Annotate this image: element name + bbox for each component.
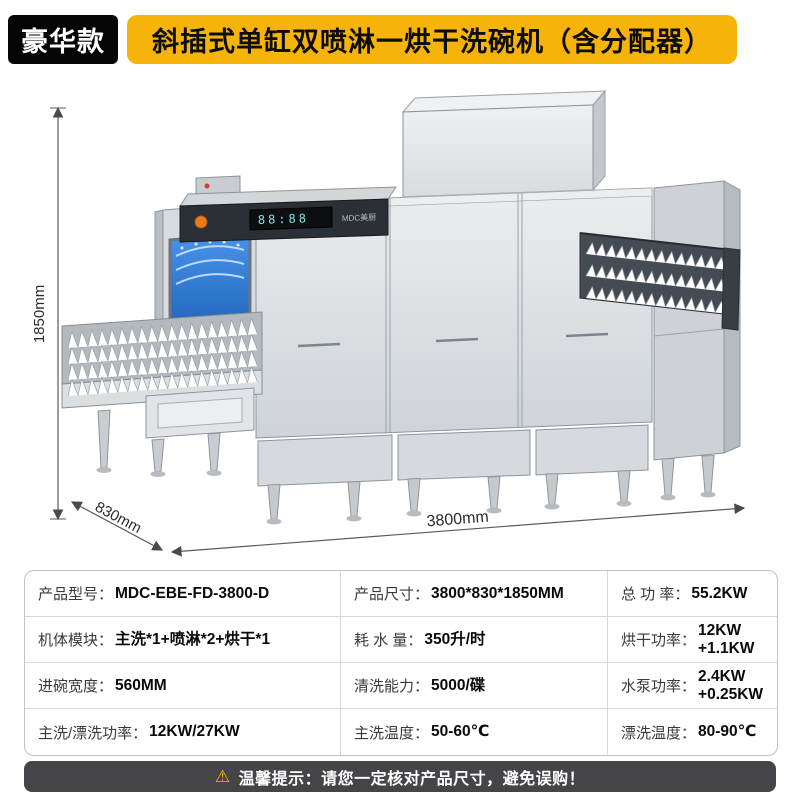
spec-label: 机体模块： (38, 632, 114, 649)
spray-nozzles (180, 240, 240, 250)
spec-value: 12KW/27KW (149, 723, 240, 741)
product-title: 斜插式单缸双喷淋一烘干洗碗机（含分配器） (127, 15, 737, 64)
spec-cell: 进碗宽度：560MM (25, 663, 341, 709)
spec-label: 漂洗温度： (621, 724, 697, 742)
exit-dish-rack (579, 232, 741, 331)
dimension-height: 1850mm (31, 106, 66, 521)
dishwasher-illustration: 88:88 MDC美厨 (31, 89, 746, 557)
dryer-hood (401, 89, 607, 198)
spec-value: MDC-EBE-FD-3800-D (115, 584, 270, 602)
spec-cell: 产品尺寸：3800*830*1850MM (341, 571, 608, 617)
spec-cell: 耗 水 量：350升/时 (341, 617, 608, 663)
spec-label: 耗 水 量： (354, 632, 423, 649)
indicator-light (204, 183, 210, 189)
dimension-depth: 830mm (70, 499, 164, 551)
spec-cell: 烘干功率：12KW +1.1KW (608, 617, 777, 663)
entry-dish-rack (61, 311, 263, 477)
spec-cell: 主洗/漂洗功率：12KW/27KW (25, 709, 341, 755)
product-diagram: 88:88 MDC美厨 (0, 78, 800, 570)
spec-label: 总 功 率： (621, 586, 690, 603)
spec-value: 5000/碟 (431, 676, 486, 694)
spec-value: 55.2KW (691, 584, 748, 602)
control-panel: 88:88 MDC美厨 (179, 175, 397, 243)
dimension-width: 3800mm (170, 503, 746, 557)
spec-label: 烘干功率： (621, 632, 697, 649)
spec-value: 350升/时 (424, 630, 486, 648)
spec-cell: 清洗能力：5000/碟 (341, 663, 608, 709)
spec-cell: 主洗温度：50-60℃ (341, 709, 608, 755)
spec-label: 主洗/漂洗功率： (38, 724, 148, 742)
spec-label: 进碗宽度： (38, 678, 114, 695)
digital-display (249, 206, 333, 231)
spec-label: 产品型号： (38, 586, 114, 603)
notice-text: 温馨提示：请您一定核对产品尺寸，避免误购！ (238, 770, 586, 788)
notice-bar: ⚠ 温馨提示：请您一定核对产品尺寸，避免误购！ (24, 761, 776, 792)
spec-label: 水泵功率： (621, 678, 697, 695)
lower-cabinets (257, 424, 649, 487)
brand-label: MDC美厨 (342, 212, 377, 223)
spec-label: 清洗能力： (354, 678, 430, 695)
spec-cell: 水泵功率：2.4KW +0.25KW (608, 663, 777, 709)
dim-depth-label: 830mm (92, 499, 144, 537)
model-tier-badge: 豪华款 (8, 15, 118, 64)
spec-table: 产品型号：MDC-EBE-FD-3800-D 产品尺寸：3800*830*185… (24, 570, 778, 756)
page-header: 豪华款 斜插式单缸双喷淋一烘干洗碗机（含分配器） (8, 15, 794, 64)
spec-value: 50-60℃ (431, 723, 490, 741)
power-button (194, 215, 208, 229)
spec-cell: 总 功 率：55.2KW (608, 571, 777, 617)
spec-value: 12KW +1.1KW (698, 622, 755, 657)
display-readout: 88:88 (258, 211, 310, 227)
spray-arm-arcs (175, 245, 245, 285)
spec-cell: 机体模块：主洗*1+喷淋*2+烘干*1 (25, 617, 341, 663)
spec-value: 主洗*1+喷淋*2+烘干*1 (115, 630, 271, 648)
spec-label: 产品尺寸： (354, 586, 430, 603)
spec-value: 80-90℃ (698, 723, 757, 741)
spec-label: 主洗温度： (354, 724, 430, 742)
dim-width-label: 3800mm (426, 509, 489, 531)
spec-value: 2.4KW +0.25KW (698, 668, 764, 703)
spec-cell: 漂洗温度：80-90℃ (608, 709, 777, 755)
spec-value: 3800*830*1850MM (431, 584, 564, 602)
dim-height-label: 1850mm (31, 285, 48, 343)
spec-cell: 产品型号：MDC-EBE-FD-3800-D (25, 571, 341, 617)
warning-icon: ⚠ (214, 766, 231, 786)
spec-value: 560MM (115, 676, 167, 694)
